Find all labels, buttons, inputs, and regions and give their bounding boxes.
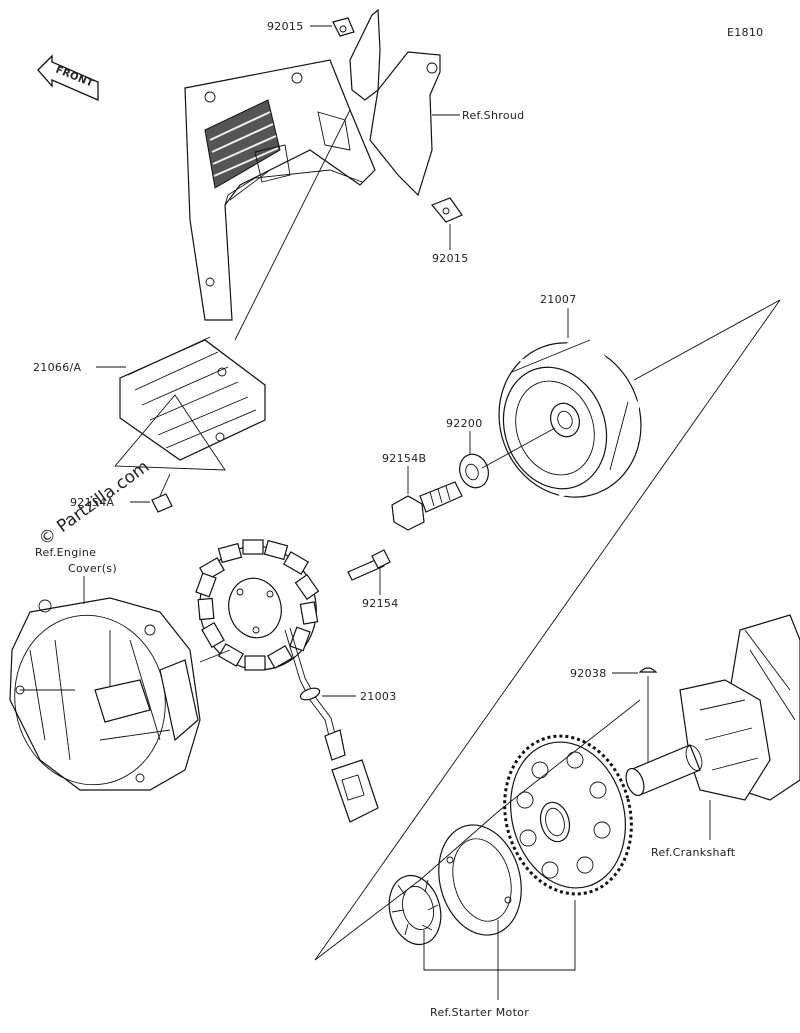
key-icon [638,667,658,673]
one-way-clutch-icon [388,874,442,946]
stator-bolt-icon [347,549,391,581]
callout-reg-bolt: 92154A [70,496,114,509]
stator-icon [195,539,379,823]
starter-ring-icon [438,824,522,936]
shroud-ref-icon [184,8,441,321]
callout-lower-clip: 92015 [432,252,469,265]
leader-stator-cover [199,649,231,663]
leader-reg-group [114,394,226,471]
callout-crankshaft: Ref.Crankshaft [651,846,736,859]
callout-shroud-ref: Ref.Shroud [462,109,524,122]
clip-top-icon [332,17,355,37]
regulator-icon [119,336,266,461]
callout-regulator: 21066/A [33,361,81,374]
leader-starter-group [314,699,641,961]
callout-flywheel-bolt: 92154B [382,452,426,465]
leader-flywheel-axis [481,427,556,469]
grille-icon [204,99,281,189]
reg-bolt-icon [151,473,173,513]
starter-gear-icon [503,734,633,896]
callout-stator: 21003 [360,690,397,703]
engine-cover-icon [9,597,201,791]
callout-washer: 92200 [446,417,483,430]
washer-icon [459,453,489,489]
leader-reg-to-clip [229,169,271,201]
leader-flywheel-group [314,299,781,961]
flywheel-icon [498,335,642,498]
front-arrow-icon: FRONT [37,54,99,101]
callout-top-clip: 92015 [267,20,304,33]
clip-lower-icon [431,197,463,223]
callout-starter-motor: Ref.Starter Motor [430,1006,529,1019]
leader-starter-bracket [423,900,576,1000]
leader-reg-to-shroud [234,109,351,341]
crankshaft-icon [625,614,800,801]
flywheel-bolt-icon [391,481,463,531]
watermark: © Partzilla.com [35,457,153,550]
callout-flywheel: 21007 [540,293,577,306]
callout-engine-cover-line1: Ref.Engine [35,546,96,559]
diagram-code: E1810 [727,26,763,39]
callout-engine-cover-line2: Cover(s) [68,562,117,575]
callout-stator-bolt: 92154 [362,597,399,610]
callout-key: 92038 [570,667,607,680]
